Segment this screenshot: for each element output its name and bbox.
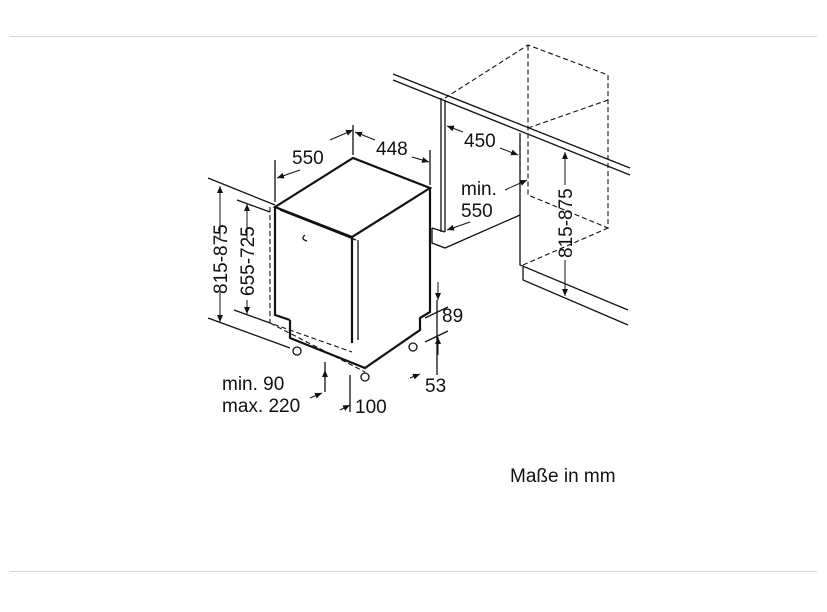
bottom-divider [10, 571, 817, 572]
plinth-max-label: max. 220 [222, 396, 300, 417]
height-appliance-label: 655-725 [238, 226, 259, 296]
niche-drawing [392, 44, 631, 326]
plinth-depth-label: 100 [355, 397, 387, 418]
dishwasher-drawing [269, 156, 433, 382]
top-divider [10, 36, 817, 37]
niche-depth-label: 550 [461, 201, 493, 222]
left-dimension-lines [207, 125, 449, 412]
niche-width-label: 450 [464, 131, 496, 152]
niche-height-label: 815-875 [556, 188, 577, 258]
plinth-min-label: min. 90 [222, 374, 284, 395]
depth-label: 550 [292, 148, 324, 169]
units-caption: Maße in mm [510, 466, 616, 487]
foot-height-label: 89 [442, 306, 463, 327]
foot-label: 53 [425, 376, 446, 397]
height-total-label: 815-875 [211, 224, 232, 294]
niche-depth-min-label: min. [461, 179, 497, 200]
width-label: 448 [376, 139, 408, 160]
